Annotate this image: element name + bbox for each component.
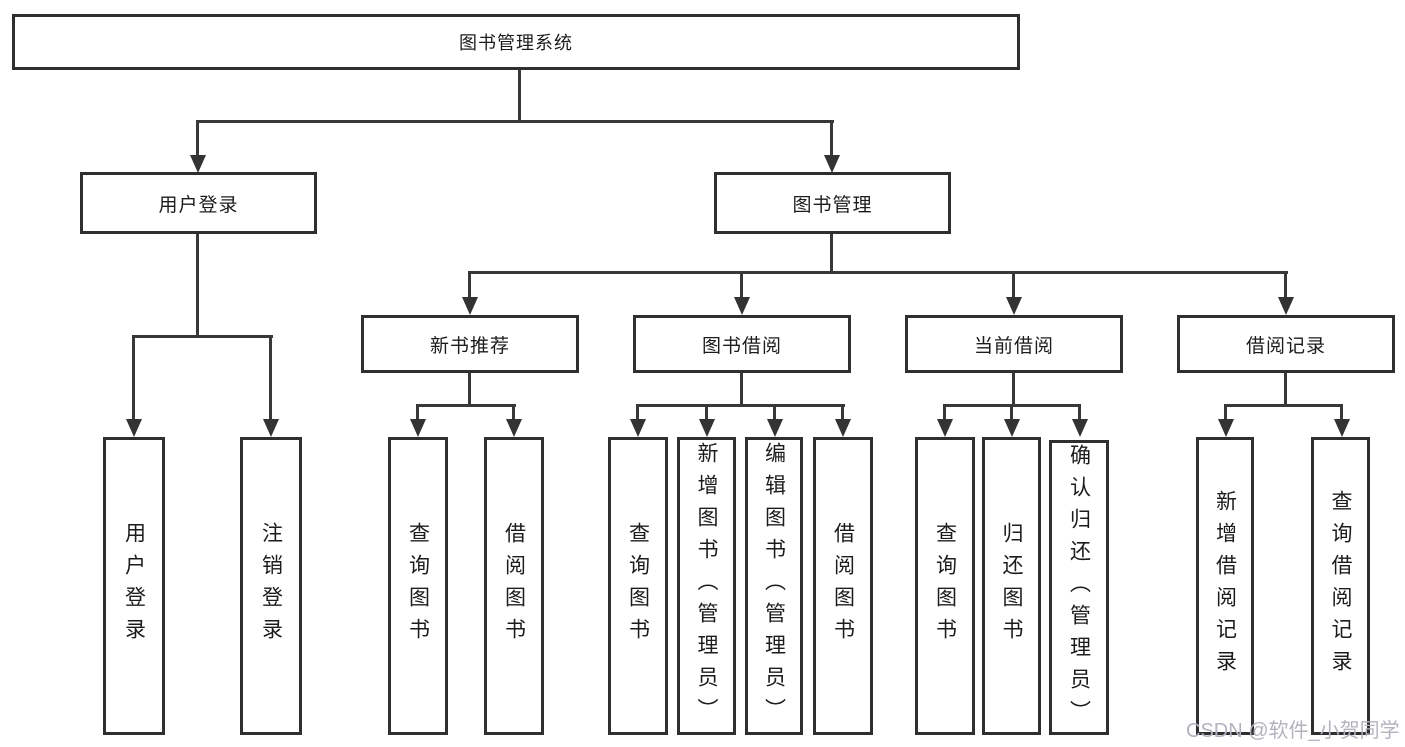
node-label: 新增图书（管理员） [695,442,718,730]
leaf-current-confirm-return-admin: 确认归还（管理员） [1049,440,1109,735]
connector-line [512,404,515,420]
connector-line [1012,373,1015,407]
node-label: 查询借阅记录 [1329,490,1352,682]
connector-line [1340,404,1343,420]
node-new-book-recommend: 新书推荐 [361,315,579,373]
connector-line [841,404,844,420]
connector-line [1224,404,1227,420]
node-label: 图书管理 [792,194,873,216]
connector-line [468,271,471,298]
leaf-recommend-borrow-books: 借阅图书 [484,437,544,735]
connector-line [773,404,776,420]
arrow-down-icon [1334,419,1350,437]
connector-line [1224,404,1343,407]
leaf-current-query-books: 查询图书 [915,437,975,735]
connector-line [830,120,833,156]
connector-line [269,335,272,420]
connector-line [705,404,708,420]
node-borrowing-records: 借阅记录 [1177,315,1395,373]
connector-line [196,120,834,123]
leaf-records-add-borrow-record: 新增借阅记录 [1196,437,1254,735]
node-current-borrowing: 当前借阅 [905,315,1123,373]
node-label: 注销登录 [259,522,283,650]
node-label: 确认归还（管理员） [1067,443,1091,732]
connector-line [468,271,1288,274]
connector-line [132,335,273,338]
node-label: 图书管理系统 [459,33,573,53]
node-label: 图书借阅 [701,335,782,357]
arrow-down-icon [126,419,142,437]
watermark: CSDN @软件_小贺同学 [1186,720,1400,742]
arrow-down-icon [699,419,715,437]
arrow-down-icon [190,155,206,173]
connector-line [416,404,516,407]
node-label: 借阅图书 [831,522,855,650]
node-label: 用户登录 [122,522,146,650]
node-book-borrowing: 图书借阅 [633,315,851,373]
connector-line [1078,404,1081,420]
arrow-down-icon [1218,419,1234,437]
connector-line [196,234,199,338]
connector-line [943,404,946,420]
leaf-records-query-borrow-record: 查询借阅记录 [1311,437,1370,735]
node-label: 用户登录 [158,194,239,216]
arrow-down-icon [937,419,953,437]
leaf-logout-login: 注销登录 [240,437,302,735]
leaf-recommend-query-books: 查询图书 [388,437,448,735]
arrow-down-icon [1006,297,1022,315]
connector-line [740,271,743,298]
arrow-down-icon [410,419,426,437]
node-label: 当前借阅 [973,335,1054,357]
connector-line [518,70,521,122]
connector-line [636,404,639,420]
arrow-down-icon [1072,419,1088,437]
leaf-borrowing-edit-books-admin: 编辑图书（管理员） [745,437,803,735]
connector-line [416,404,419,420]
node-label: 归还图书 [1000,522,1023,650]
connector-line [468,373,471,407]
node-label: 查询图书 [406,522,430,650]
connector-line [132,335,135,420]
arrow-down-icon [630,419,646,437]
connector-line [1012,271,1015,298]
node-label: 编辑图书（管理员） [762,442,786,730]
arrow-down-icon [263,419,279,437]
connector-line [740,373,743,407]
arrow-down-icon [767,419,783,437]
arrow-down-icon [835,419,851,437]
node-label: 借阅记录 [1245,335,1326,357]
node-label: 借阅图书 [502,522,526,650]
node-label: 查询图书 [933,522,957,650]
node-book-management: 图书管理 [714,172,951,234]
leaf-current-return-books: 归还图书 [982,437,1041,735]
connector-line [830,234,833,274]
arrow-down-icon [506,419,522,437]
node-label: 新书推荐 [429,335,510,357]
leaf-borrowing-borrow-books: 借阅图书 [813,437,873,735]
node-label: 新增借阅记录 [1213,490,1237,682]
arrow-down-icon [1004,419,1020,437]
connector-line [1284,373,1287,407]
connector-line [1284,271,1287,298]
node-user-login: 用户登录 [80,172,317,234]
connector-line [196,120,199,156]
leaf-user-login: 用户登录 [103,437,165,735]
connector-line [1010,404,1013,420]
arrow-down-icon [734,297,750,315]
connector-line [636,404,845,407]
node-library-management-system: 图书管理系统 [12,14,1020,70]
leaf-borrowing-add-books-admin: 新增图书（管理员） [677,437,736,735]
arrow-down-icon [462,297,478,315]
arrow-down-icon [1278,297,1294,315]
node-label: 查询图书 [626,522,650,650]
leaf-borrowing-query-books: 查询图书 [608,437,668,735]
arrow-down-icon [824,155,840,173]
